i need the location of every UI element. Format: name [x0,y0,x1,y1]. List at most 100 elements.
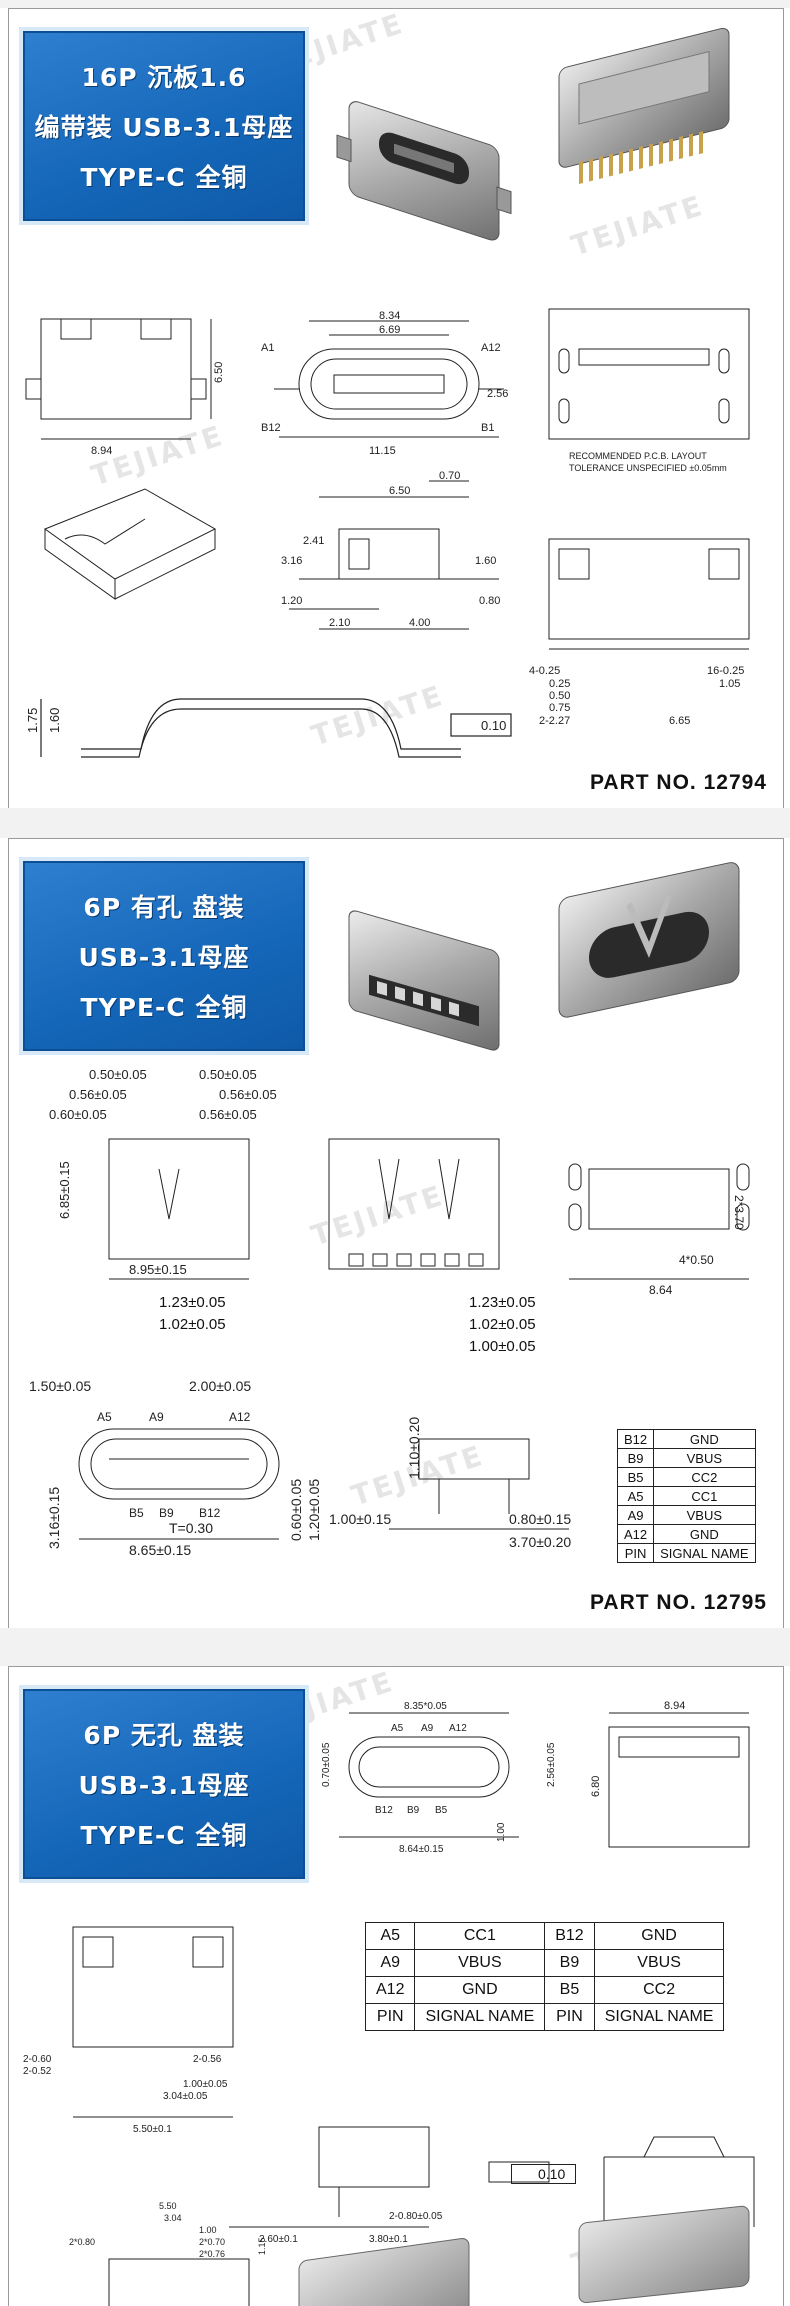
pin-cell: B9 [616,1448,655,1468]
drawing-iso-view [43,488,217,600]
dim: 6.65 [669,715,690,727]
panel-gap [0,1628,790,1666]
dim-height: 6.50 [213,362,225,383]
dim: 0.50±0.05 [89,1067,147,1082]
dim: 3.80±0.1 [369,2234,408,2245]
pin-cell: B12 [616,1429,655,1449]
badge-line: 16P 沉板1.6 [81,63,247,92]
signal-cell: GND [653,1524,756,1544]
dim: 2-2.27 [539,715,570,727]
dim: 2-0.80±0.05 [389,2211,443,2222]
dim: 2-0.56 [193,2054,222,2065]
dim: 2.60±0.1 [259,2234,298,2245]
pin-cell: B5 [616,1467,655,1487]
dim: 3.70±0.20 [509,1534,571,1550]
dim: 2*3.70 [732,1195,746,1230]
drawing-top-view: 0.50±0.05 0.50±0.05 0.56±0.05 0.56±0.05 … [49,1067,277,1280]
badge-line: TYPE-C 全铜 [80,163,248,192]
dim: 0.56±0.05 [69,1087,127,1102]
dim: 2*0.70 [199,2237,225,2247]
signal-cell: VBUS [653,1505,756,1525]
dim: 16-0.25 [707,665,744,677]
dim: 1.00 [199,2225,217,2235]
pin-cell: A5 [364,1922,416,1950]
pin-cell: A9 [616,1505,655,1525]
pin-cell: A9 [364,1949,416,1977]
dim: 1.00±0.15 [329,1511,391,1527]
part-number: PART NO. 12795 [589,1591,767,1614]
dim: 1.00 [496,1822,507,1842]
signal-cell: GND [653,1429,756,1449]
product-badge: 16P 沉板1.6 编带装 USB-3.1母座 TYPE-C 全铜 [23,31,305,221]
pin-label: A12 [449,1723,467,1734]
dim: 2*0.80 [69,2237,95,2247]
signal-cell: SIGNAL NAME [414,2003,546,2031]
pin-label: B9 [159,1506,174,1520]
drawing-bottom-view: 2-0.60 2-0.52 2-0.56 1.00±0.05 3.04±0.05… [23,1926,234,2135]
dim: 8.95±0.15 [129,1262,187,1277]
dim: 8.65±0.15 [129,1542,191,1558]
dim: 6.80 [590,1776,602,1797]
dim: 8.94 [664,1700,685,1712]
dim: 5.50±0.1 [133,2124,172,2135]
layout-note: TOLERANCE UNSPECIFIED ±0.05mm [569,463,727,473]
dim: 1.23±0.05 [159,1294,226,1311]
dim-width: 8.94 [91,445,112,457]
pin-label: A12 [481,342,501,354]
signal-cell: GND [593,1922,725,1950]
dim-flatness: 0.10 [481,718,506,733]
dim: 1.20 [281,595,302,607]
product-panel-12794: TEJIATE TEJIATE TEJIATE TEJIATE 16P 沉板1.… [8,8,784,810]
dim: 1.10±0.20 [406,1417,422,1479]
dim: 1.02±0.05 [159,1316,226,1333]
dim: 0.50±0.05 [199,1067,257,1082]
drawing-front-view: 1.50±0.05 2.00±0.05 A5 A9 A12 B5 B9 B12 … [29,1378,322,1558]
dim: 2-0.60 [23,2054,52,2065]
dim: 0.80 [479,595,500,607]
drawing-profile-view: 1.75 1.60 0.10 [25,698,512,758]
dim: 4-0.25 [529,665,560,677]
dim: 4.00 [409,617,430,629]
dim-height: 2.56 [487,388,508,400]
signal-cell: CC2 [593,1976,725,2004]
drawing-lower-dims: 5.50 3.04 1.00 2*0.70 2*0.76 2*0.80 1.15 [69,2201,267,2306]
dim: 1.75 [25,708,40,733]
pin-cell: B5 [544,1976,595,2004]
pin-cell: A5 [616,1486,655,1506]
dim: 1.23±0.05 [469,1294,536,1311]
drawing-lower-iso [603,2136,755,2227]
dim: 0.80±0.15 [509,1511,571,1527]
dim: 8.35*0.05 [404,1701,447,1712]
signal-cell: CC1 [414,1922,546,1950]
badge-line: USB-3.1母座 [78,943,250,972]
dim: 0.56±0.05 [199,1107,257,1122]
pin-label: A9 [421,1723,434,1734]
dim: 1.15 [257,2237,267,2255]
pin-label: B9 [407,1805,420,1816]
drawing-side-view: 8.94 6.80 [590,1700,750,1848]
dim: 0.50 [549,690,570,702]
dim: 1.00±0.05 [183,2079,228,2090]
product-panel-12795: TEJIATE TEJIATE 6P 有孔 盘装 USB-3.1母座 TYPE-… [8,838,784,1630]
pin-cell: B9 [544,1949,595,1977]
signal-cell: GND [414,1976,546,2004]
pin-label: A5 [97,1410,112,1424]
product-photo [336,27,730,241]
signal-cell: SIGNAL NAME [653,1543,756,1563]
product-photo [348,862,740,1051]
dim: 0.25 [549,678,570,690]
dim: 3.16±0.15 [46,1487,62,1549]
pin-label: B5 [435,1805,448,1816]
pin-label: A5 [391,1723,404,1734]
pin-label: B5 [129,1506,144,1520]
badge-line: 6P 无孔 盘装 [83,1721,245,1750]
dim: 8.64±0.15 [399,1844,444,1855]
dim: 1.02±0.05 [469,1316,536,1333]
layout-note: RECOMMENDED P.C.B. LAYOUT [569,451,707,461]
dim: 6.85±0.15 [57,1161,72,1219]
signal-cell: VBUS [593,1949,725,1977]
signal-cell: VBUS [653,1448,756,1468]
dim: 1.60 [475,555,496,567]
drawing-front-view: 8.34 6.69 A1 A12 B12 B1 11.15 2.56 [261,310,508,457]
